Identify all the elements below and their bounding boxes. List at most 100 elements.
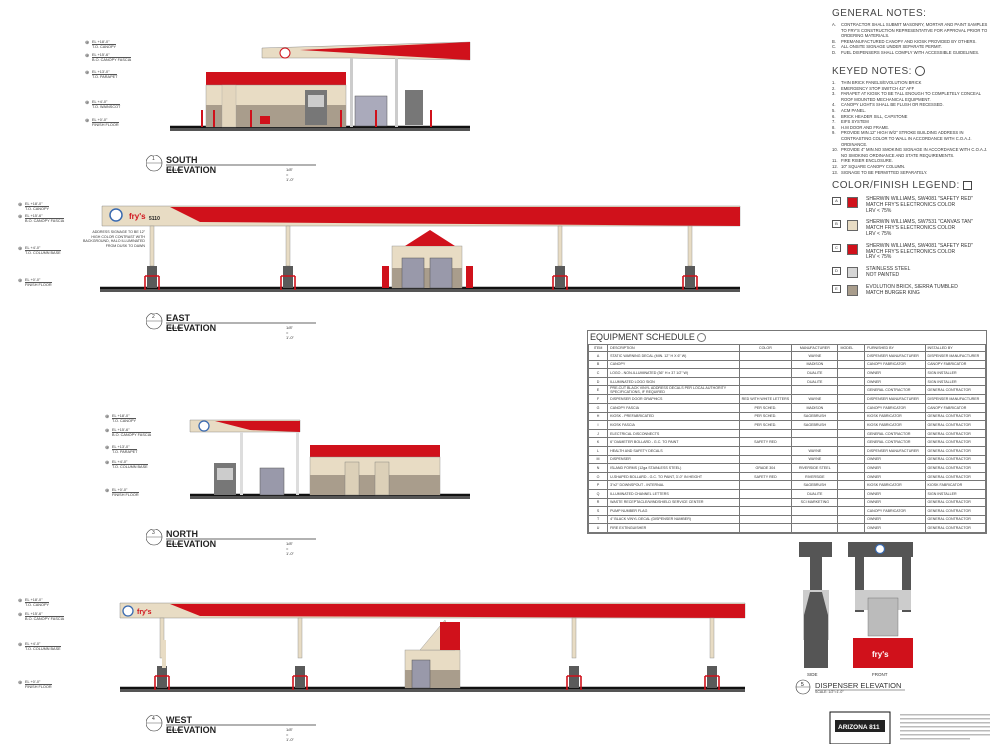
note-item: 3.PARAPET AT KIOSK TO BE TALL ENOUGH TO …	[832, 91, 992, 102]
level-marker: ⊕EL +15'-6"B.O. CANOPY FASCIA	[18, 612, 65, 621]
dispenser-side-label: SIDE	[807, 672, 818, 677]
level-marker: ⊕EL +4'-0"T.O. WAINSCOT	[85, 100, 121, 109]
note-text: PREMANUFACTURED CANOPY AND KIOSK PROVIDE…	[841, 38, 977, 44]
note-key: 11.	[832, 158, 838, 164]
dispenser-front-label: FRONT	[872, 672, 888, 677]
schedule-cell	[837, 368, 866, 378]
note-key: C.	[832, 44, 837, 50]
schedule-cell	[738, 454, 793, 465]
schedule-cell	[738, 488, 793, 499]
dispenser-elevation: fry's SIDE FRONT 5 DISPENSER ELEVATION S…	[795, 542, 913, 695]
note-key: 10.	[832, 147, 838, 153]
level-label: FINISH FLOOR	[112, 493, 139, 498]
schedule-cell: SAGEBRUSH	[791, 420, 839, 430]
level-datum-icon: ⊕	[105, 488, 110, 494]
note-line: FROM DUSK TO DAWN	[105, 243, 145, 248]
general-notes-title: GENERAL NOTES:	[832, 8, 927, 19]
level-elevation: EL +4'-0"	[112, 460, 148, 466]
schedule-cell: OWNER	[864, 463, 926, 473]
legend-line: MATCH FRY'S ELECTRONICS COLOR	[866, 225, 956, 232]
legend-text: SHERWIN WILLIAMS, SW7531 "CANVAS TAN"MAT…	[866, 220, 973, 237]
schedule-cell	[738, 497, 793, 508]
schedule-cell: E	[587, 385, 609, 396]
note-item: 10.PROVIDE 4" MIN.NO SMOKING SIGNAGE IN …	[832, 147, 992, 158]
schedule-cell: DISPENSER MANUFACTURER	[864, 445, 926, 456]
schedule-cell	[738, 506, 793, 516]
level-label: FINISH FLOOR	[25, 685, 52, 690]
level-datum-icon: ⊕	[18, 214, 23, 220]
elevation-number: 1	[152, 156, 155, 162]
legend-text: SHERWIN WILLIAMS, SW4081 "SAFETY RED"MAT…	[866, 196, 973, 214]
schedule-cell: DISPENSER	[607, 454, 740, 465]
legend-line: SHERWIN WILLIAMS, SW7531 "CANVAS TAN"	[866, 219, 973, 226]
level-marker: ⊕EL +15'-6"B.O. CANOPY FASCIA	[105, 428, 152, 438]
color-swatch	[847, 243, 858, 255]
north-elevation	[189, 419, 470, 499]
level-marker: ⊕EL +4'-0"T.O. COLUMN BASE	[18, 246, 61, 255]
schedule-cell: N	[587, 463, 609, 473]
legend-title: COLOR/FINISH LEGEND:	[832, 180, 960, 191]
schedule-cell: SIGN INSTALLER	[924, 376, 987, 387]
level-datum-icon: ⊕	[18, 598, 23, 604]
schedule-cell: DUALITE	[791, 376, 839, 387]
schedule-cell: HEALTH AND SAFETY DECALS	[607, 445, 740, 456]
level-datum-icon: ⊕	[105, 428, 110, 434]
note-item: D.FUEL DISPENSERS SHALL COMPLY WITH ACCE…	[832, 50, 992, 56]
note-item: 2.EMERGENCY STOP SWITCH 42" AFF	[832, 86, 992, 92]
schedule-cell: GENERAL CONTRACTOR	[924, 445, 987, 456]
level-datum-icon: ⊕	[18, 246, 23, 252]
note-key: 1.	[832, 80, 836, 85]
note-item: 1.THIN BRICK PANELS/EVOLUTION BRICK	[832, 80, 992, 86]
schedule-cell: OWNER	[864, 523, 926, 533]
schedule-cell: MADISON	[791, 359, 839, 370]
schedule-cell: DUALITE	[791, 488, 839, 499]
level-datum-icon: ⊕	[18, 612, 23, 618]
general-notes: GENERAL NOTES: A.CONTRACTOR SHALL SUBMIT…	[832, 8, 992, 56]
level-elevation: EL +18'-0"	[112, 414, 137, 420]
schedule-cell: S	[587, 506, 609, 516]
schedule-cell	[837, 506, 866, 516]
schedule-cell: G	[587, 402, 609, 413]
schedule-cell: CANOPY	[607, 359, 740, 370]
level-label: B.O. CANOPY FASCIA	[25, 219, 65, 224]
schedule-cell: DUALITE	[791, 368, 839, 378]
elevation-number: 3	[152, 530, 155, 536]
note-key: 5.	[832, 107, 836, 113]
schedule-cell: ILLUMINATED LOGO SIGN	[607, 376, 740, 387]
elevation-number: 4	[152, 716, 155, 722]
level-label: B.O. CANOPY FASCIA	[92, 58, 132, 63]
schedule-cell: GENERAL CONTRACTOR	[924, 454, 987, 465]
schedule-cell: OWNER	[864, 376, 926, 387]
schedule-cell: KIOSK FABRICATOR	[924, 480, 987, 490]
level-datum-icon: ⊕	[85, 118, 90, 124]
note-key: 4.	[832, 102, 836, 108]
schedule-header: COLOR	[738, 344, 793, 352]
schedule-cell	[791, 437, 839, 447]
schedule-cell: A	[587, 351, 609, 361]
note-key: A.	[832, 22, 836, 27]
schedule-cell: DISPENSER MANUFACTURER	[864, 351, 926, 361]
schedule-cell	[791, 428, 839, 439]
schedule-cell: H	[587, 411, 609, 422]
schedule-cell	[791, 514, 839, 525]
schedule-header: INSTALLED BY	[924, 344, 987, 352]
schedule-cell: T	[587, 514, 609, 525]
note-item: 5.ACM PANEL.	[832, 108, 992, 114]
note-text: H.M DOOR AND FRAME.	[841, 124, 890, 130]
level-label: B.O. CANOPY FASCIA	[112, 433, 152, 438]
schedule-cell: PRE-CUT BLACK VINYL ADDRESS DECALS PER L…	[607, 385, 740, 396]
color-swatch	[847, 284, 858, 296]
